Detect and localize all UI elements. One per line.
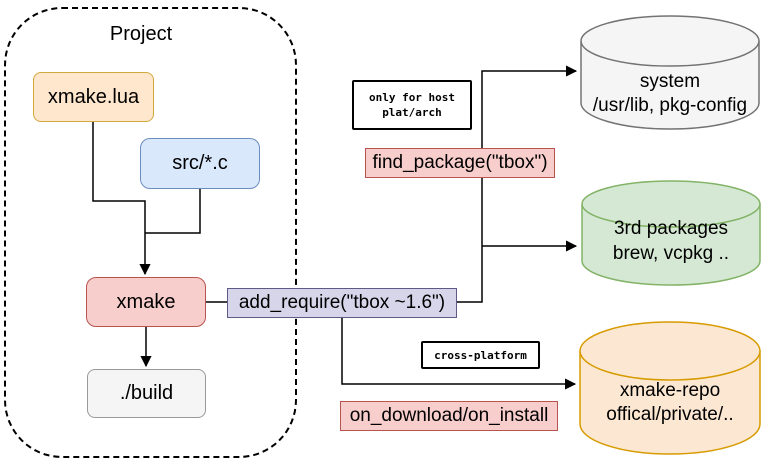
node-src-c: src/*.c	[140, 138, 260, 189]
label-on-download-on-install: on_download/on_install	[340, 401, 558, 431]
callout-cross-platform-label: cross-platform	[434, 348, 527, 362]
cylinder-xmake-repo-line2: offical/private/..	[606, 404, 734, 425]
node-build: ./build	[87, 369, 206, 418]
edge-addrequire-to-system	[457, 65, 578, 303]
cylinder-system-line1: system	[639, 71, 701, 92]
callout-only-for-host: only for host plat/arch	[352, 80, 472, 130]
cylinder-3rd-packages-line1: 3rd packages	[613, 218, 729, 239]
cylinder-xmake-repo	[579, 321, 761, 455]
label-add-require: add_require("tbox ~1.6")	[227, 288, 457, 318]
edge-addrequire-to-xmake-repo	[341, 318, 577, 390]
label-find-package: find_package("tbox")	[365, 148, 555, 178]
cylinder-system-text: system /usr/lib, pkg-config	[580, 70, 760, 118]
callout-only-for-host-line1: only for host	[368, 91, 456, 104]
cylinder-3rd-packages-text: 3rd packages brew, vcpkg ..	[581, 216, 761, 266]
cylinder-3rd-packages-line2: brew, vcpkg ..	[612, 243, 730, 264]
callout-cross-platform: cross-platform	[421, 341, 540, 369]
edge-xmakelua-to-xmake	[92, 122, 151, 276]
cylinder-system-line2: /usr/lib, pkg-config	[592, 95, 748, 116]
cylinder-xmake-repo-text: xmake-repo offical/private/..	[579, 379, 761, 427]
node-xmake: xmake	[86, 277, 206, 327]
callout-only-for-host-line2: plat/arch	[382, 106, 442, 119]
cylinder-3rd-packages	[581, 180, 761, 286]
node-xmake-lua: xmake.lua	[33, 72, 154, 122]
cylinder-system	[580, 15, 760, 130]
project-group-title: Project	[109, 23, 173, 45]
cylinder-xmake-repo-line1: xmake-repo	[619, 380, 721, 401]
edge-srcc-join	[145, 189, 201, 234]
